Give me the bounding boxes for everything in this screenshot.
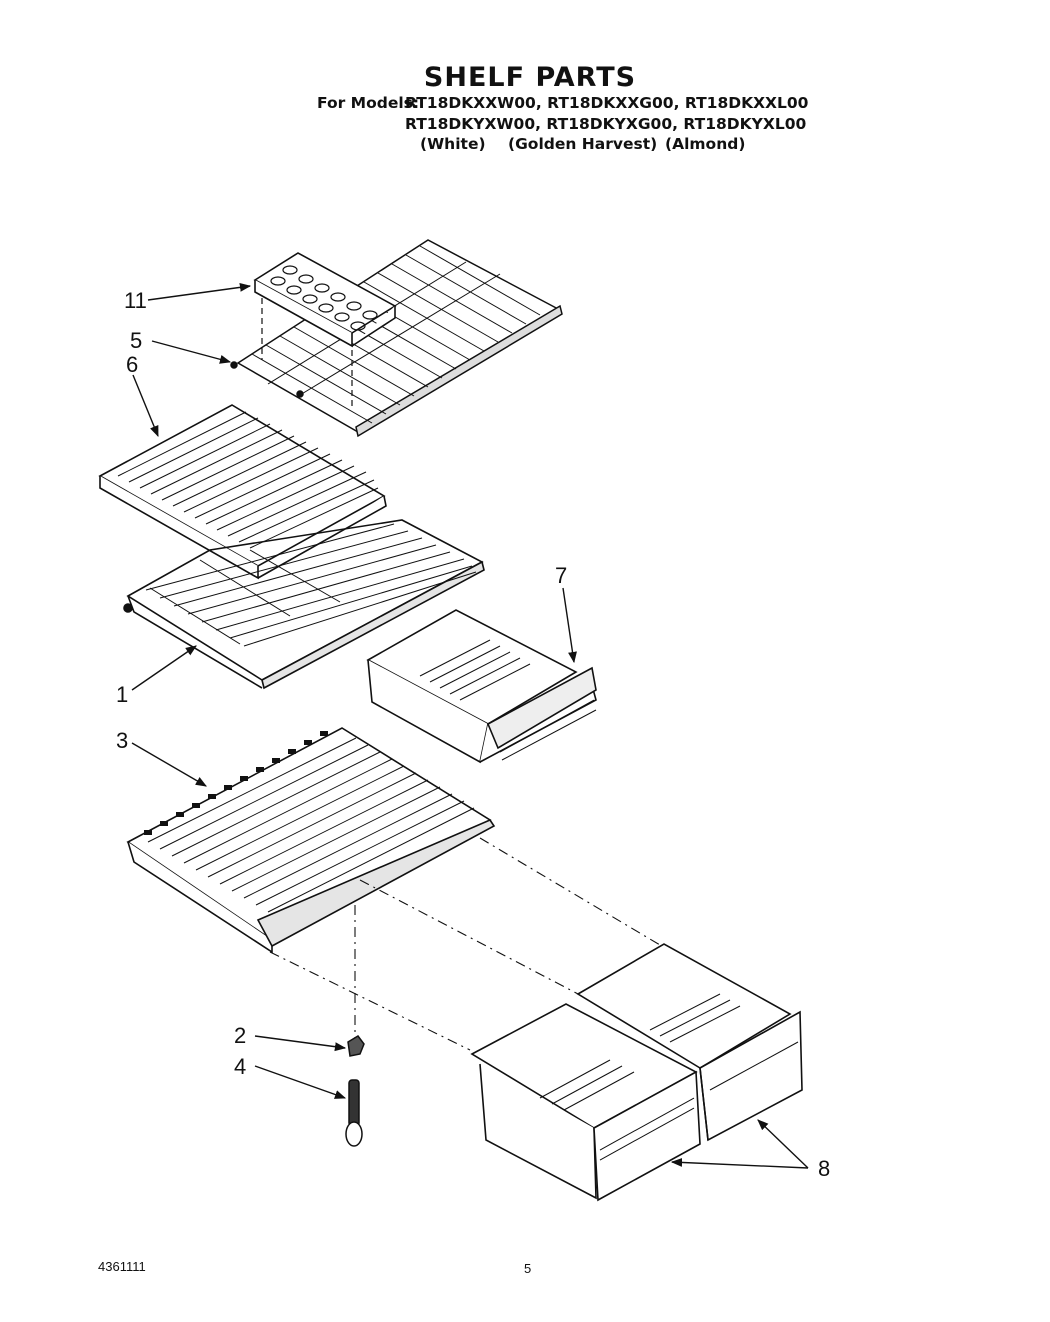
page-number: 5 bbox=[524, 1261, 532, 1276]
models-row-2: RT18DKYXW00, RT18DKYXG00, RT18DKYXL00 bbox=[405, 115, 807, 133]
callout-8: 8 bbox=[818, 1156, 830, 1181]
callout-4: 4 bbox=[234, 1054, 246, 1079]
leader-lines bbox=[131, 282, 809, 1169]
models-label: For Models: bbox=[317, 94, 420, 112]
color-white: (White) bbox=[420, 135, 486, 153]
shelf-support-parts bbox=[345, 1035, 365, 1147]
crisper-cover-frame bbox=[126, 727, 496, 954]
callout-5: 5 bbox=[130, 328, 142, 353]
color-almond: (Almond) bbox=[665, 135, 746, 153]
alignment-lines bbox=[269, 837, 661, 1051]
models-row-1: RT18DKXXW00, RT18DKXXG00, RT18DKXXL00 bbox=[405, 94, 809, 112]
ice-tray bbox=[253, 252, 397, 410]
crisper-drawers bbox=[470, 943, 803, 1202]
color-golden-harvest: (Golden Harvest) bbox=[508, 135, 658, 153]
callout-11: 11 bbox=[124, 288, 147, 313]
document-number: 4361111 bbox=[98, 1259, 146, 1274]
freezer-wire-shelf bbox=[230, 239, 563, 438]
callout-1: 1 bbox=[116, 682, 128, 707]
callout-6: 6 bbox=[126, 352, 138, 377]
page-title: SHELF PARTS bbox=[423, 62, 637, 93]
freezer-solid-shelf bbox=[98, 404, 387, 580]
callout-2: 2 bbox=[234, 1023, 246, 1048]
callout-7: 7 bbox=[555, 563, 567, 588]
refrigerator-wire-shelf bbox=[123, 519, 485, 690]
callout-3: 3 bbox=[116, 728, 128, 753]
deli-pan bbox=[366, 609, 597, 764]
